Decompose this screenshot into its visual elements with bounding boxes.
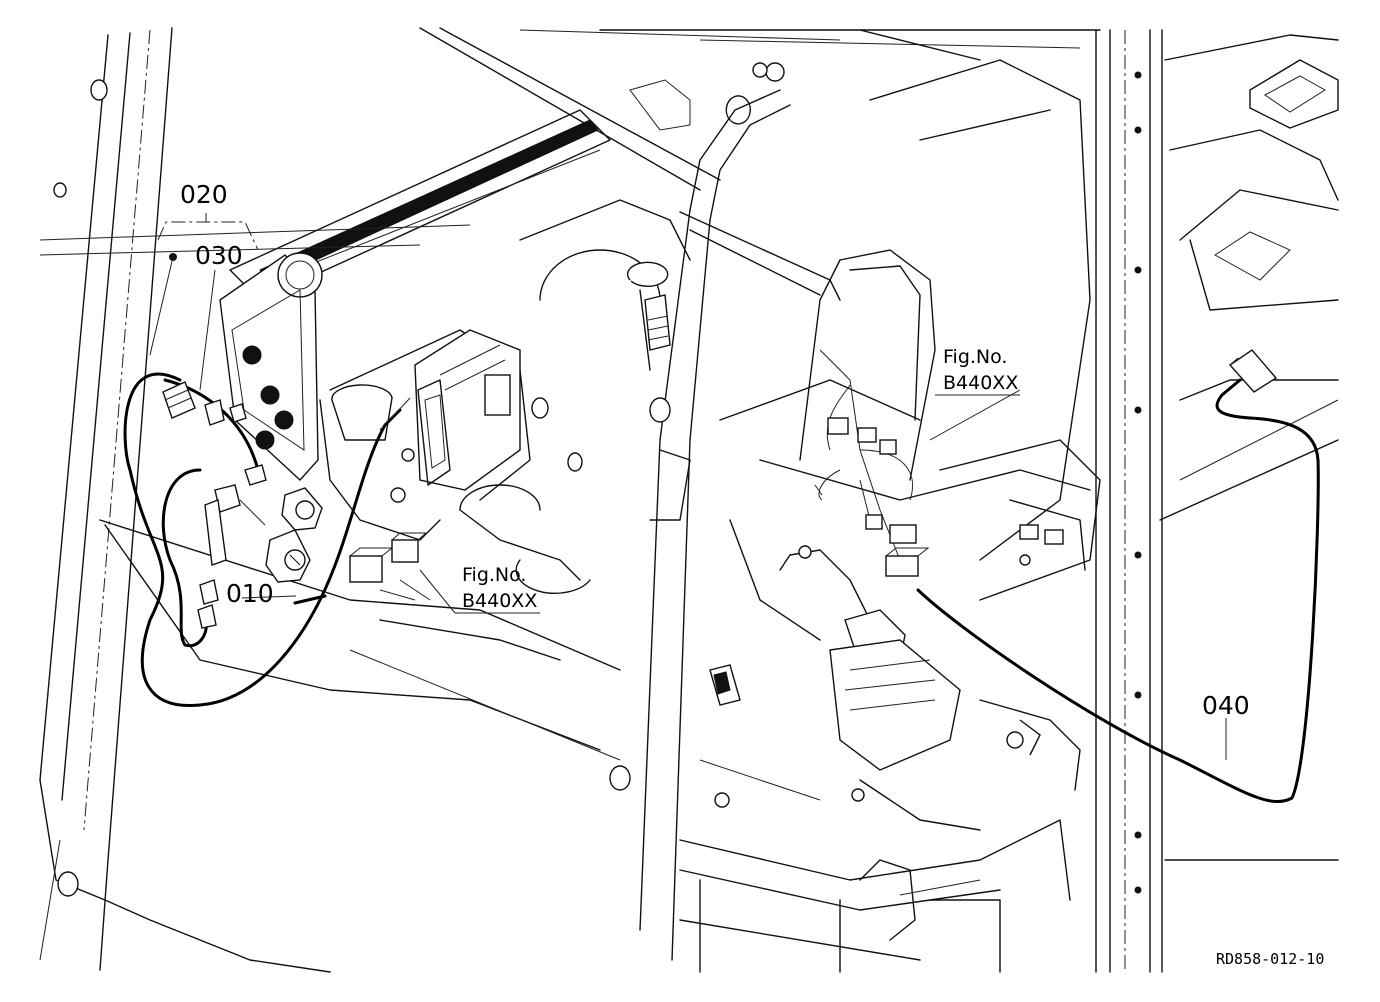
part-label-020: 020	[180, 180, 228, 209]
operator-seat	[719, 59, 1101, 831]
figure-ref-left-line2: B440XX	[462, 590, 537, 612]
harness-assembly-left	[123, 213, 431, 708]
floor-plate	[679, 664, 1071, 973]
part-label-040: 040	[1202, 691, 1250, 720]
figure-ref-right-line1: Fig.No.	[943, 346, 1007, 368]
drawing-code: RD858-012-10	[1216, 950, 1324, 968]
harness-040	[916, 349, 1320, 803]
annotations: 020 030 010 040 Fig.No. B440XX Fig.No. B…	[180, 180, 1324, 968]
part-label-010: 010	[226, 579, 274, 608]
grab-bar	[609, 62, 841, 961]
figure-ref-left-leader	[419, 569, 456, 614]
part-label-030: 030	[195, 241, 243, 270]
harness-assembly-right	[814, 349, 1021, 577]
figure-ref-left-line1: Fig.No.	[462, 564, 526, 586]
left-console	[219, 199, 691, 594]
figure-ref-right-line2: B440XX	[943, 372, 1018, 394]
